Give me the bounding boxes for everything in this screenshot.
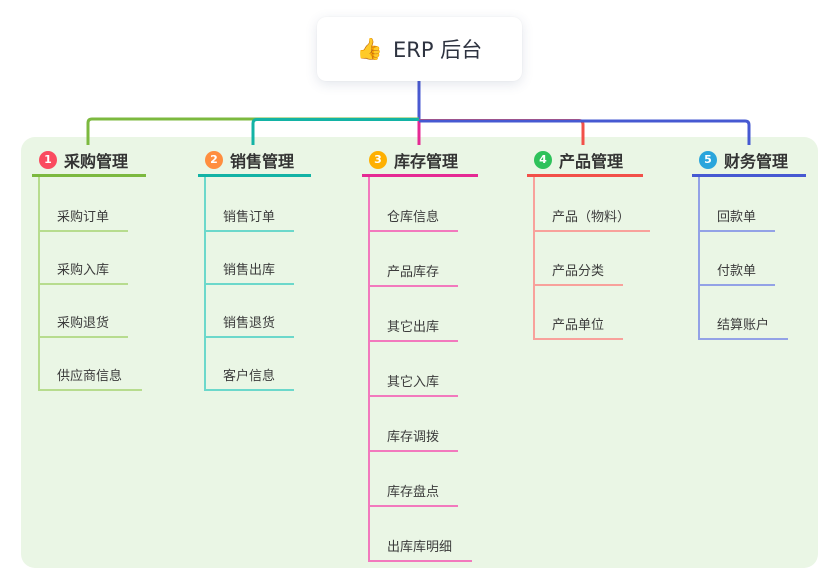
child-node[interactable]: 产品（物料） bbox=[533, 200, 650, 232]
child-node[interactable]: 其它入库 bbox=[368, 365, 458, 397]
child-node[interactable]: 采购订单 bbox=[38, 200, 128, 232]
child-node[interactable]: 客户信息 bbox=[204, 359, 294, 391]
child-node[interactable]: 销售退货 bbox=[204, 306, 294, 338]
thumbs-up-icon: 👍 bbox=[356, 36, 383, 61]
branch-label: 财务管理 bbox=[724, 151, 789, 171]
branch-label: 产品管理 bbox=[559, 151, 624, 171]
child-node[interactable]: 出库库明细 bbox=[368, 530, 472, 562]
branch-label: 库存管理 bbox=[394, 151, 459, 171]
child-node[interactable]: 产品单位 bbox=[533, 308, 623, 340]
branch-number-badge: 3 bbox=[369, 150, 387, 169]
branch-node-2[interactable]: 2 销售管理 bbox=[198, 145, 311, 177]
branch-number-badge: 1 bbox=[39, 150, 57, 169]
child-node[interactable]: 销售出库 bbox=[204, 253, 294, 285]
child-node[interactable]: 销售订单 bbox=[204, 200, 294, 232]
branch-number-badge: 5 bbox=[699, 150, 717, 169]
branch-node-1[interactable]: 1 采购管理 bbox=[32, 145, 146, 177]
branch-label: 销售管理 bbox=[230, 151, 295, 171]
child-node[interactable]: 供应商信息 bbox=[38, 359, 142, 391]
branch-label: 采购管理 bbox=[64, 151, 129, 171]
root-title: ERP 后台 bbox=[392, 38, 483, 62]
branch-node-5[interactable]: 5 财务管理 bbox=[692, 145, 806, 177]
child-node[interactable]: 其它出库 bbox=[368, 310, 458, 342]
child-node[interactable]: 采购退货 bbox=[38, 306, 128, 338]
branch-children-connector bbox=[368, 177, 370, 562]
branch-children-connector bbox=[533, 177, 535, 340]
child-node[interactable]: 产品库存 bbox=[368, 255, 458, 287]
child-node[interactable]: 库存调拨 bbox=[368, 420, 458, 452]
branch-children-connector bbox=[698, 177, 700, 340]
branch-number-badge: 2 bbox=[205, 150, 223, 169]
branch-number-badge: 4 bbox=[534, 150, 552, 169]
child-node[interactable]: 回款单 bbox=[698, 200, 775, 232]
child-node[interactable]: 库存盘点 bbox=[368, 475, 458, 507]
child-node[interactable]: 产品分类 bbox=[533, 254, 623, 286]
mindmap-panel bbox=[21, 137, 818, 568]
root-node[interactable]: 👍 ERP 后台 bbox=[317, 17, 522, 81]
branch-node-4[interactable]: 4 产品管理 bbox=[527, 145, 643, 177]
child-node[interactable]: 采购入库 bbox=[38, 253, 128, 285]
child-node[interactable]: 仓库信息 bbox=[368, 200, 458, 232]
branch-node-3[interactable]: 3 库存管理 bbox=[362, 145, 478, 177]
child-node[interactable]: 付款单 bbox=[698, 254, 775, 286]
child-node[interactable]: 结算账户 bbox=[698, 308, 788, 340]
